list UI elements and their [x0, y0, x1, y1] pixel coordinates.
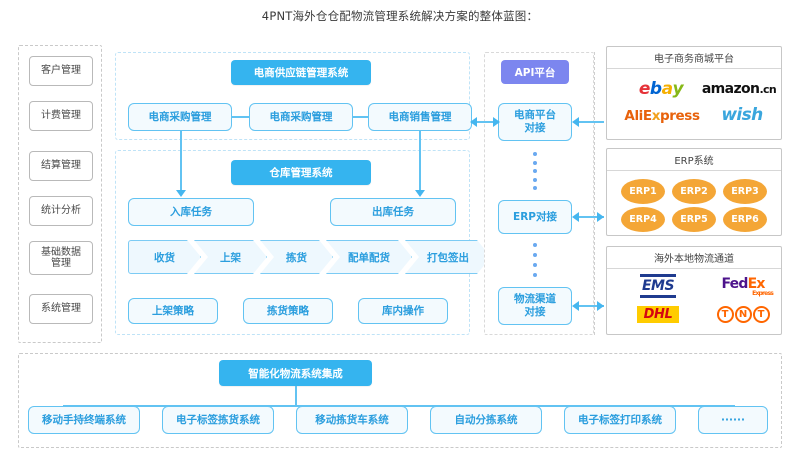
ems-wordmark: EMS	[639, 274, 677, 298]
fedex-logo: FedEx Express	[707, 273, 779, 299]
arrow-right-adapter	[493, 117, 500, 127]
node-erp-adapter[interactable]: ERP对接	[498, 200, 572, 234]
arrow-down-outbound	[415, 190, 425, 197]
panel-erp: ERP系统 ERP1 ERP2 ERP3 ERP4 ERP5 ERP6	[606, 148, 782, 236]
api-panel-separator	[594, 52, 595, 335]
erp-item-1[interactable]: ERP1	[621, 179, 665, 204]
sidebar-region: 客户管理 计费管理 结算管理 统计分析 基础数据 管理 系统管理	[18, 45, 102, 343]
tnt-logo: T N T	[711, 303, 775, 325]
bottom-item-handheld[interactable]: 移动手持终端系统	[28, 406, 140, 434]
ali-prefix: AliE	[624, 108, 652, 124]
link-adapter-logistics	[578, 305, 604, 307]
erp-item-6[interactable]: ERP6	[723, 207, 767, 232]
fedex-fed: Fed	[721, 275, 748, 292]
link-purchase1-purchase2	[232, 116, 250, 118]
panel-erp-title: ERP系统	[607, 149, 781, 171]
erp-item-2[interactable]: ERP2	[672, 179, 716, 204]
bottom-item-etag-picking[interactable]: 电子标签拣货系统	[162, 406, 274, 434]
sidebar-item-system[interactable]: 系统管理	[29, 294, 93, 324]
ali-tail: press	[660, 108, 700, 124]
arrow-down-inbound	[176, 190, 186, 197]
amazon-cn-logo: amazon.cn	[699, 78, 779, 100]
tnt-letter-3: T	[752, 305, 770, 323]
ems-logo: EMS	[623, 274, 693, 298]
link-sales-to-outbound	[419, 131, 421, 191]
node-logistics-adapter[interactable]: 物流渠道 对接	[498, 287, 572, 325]
dhl-logo: DHL	[625, 303, 691, 325]
erp-item-3[interactable]: ERP3	[723, 179, 767, 204]
flow-step-picking[interactable]: 拣货	[260, 240, 333, 274]
arrow-left-logistics-adapter	[572, 301, 579, 311]
sidebar-item-base-data[interactable]: 基础数据 管理	[29, 241, 93, 275]
bottom-trunk	[295, 386, 297, 406]
node-ecom-sales[interactable]: 电商销售管理	[368, 103, 472, 131]
link-adapter-ecommerce	[578, 121, 604, 123]
node-outbound-task[interactable]: 出库任务	[330, 198, 456, 226]
link-purchase-to-inbound	[180, 131, 182, 191]
node-ecom-platform-adapter[interactable]: 电商平台 对接	[498, 103, 572, 141]
bottom-item-auto-sorting[interactable]: 自动分拣系统	[430, 406, 542, 434]
arrow-left-erp-adapter	[572, 212, 579, 222]
flow-step-allocation[interactable]: 配单配货	[326, 240, 412, 274]
sidebar-item-settlement[interactable]: 结算管理	[29, 151, 93, 181]
bottom-item-mobile-cart[interactable]: 移动拣货车系统	[296, 406, 408, 434]
dots-erp-to-logistics	[533, 243, 537, 277]
ali-x: x	[651, 108, 661, 124]
tnt-letter-1: T	[716, 305, 734, 323]
api-platform-header: API平台	[501, 60, 569, 84]
link-purchase2-sales	[353, 116, 369, 118]
node-inwarehouse-operation[interactable]: 库内操作	[358, 298, 448, 324]
node-ecom-purchase-1[interactable]: 电商采购管理	[128, 103, 232, 131]
node-putaway-strategy[interactable]: 上架策略	[128, 298, 218, 324]
bottom-bus	[63, 405, 733, 407]
erp-item-5[interactable]: ERP5	[672, 207, 716, 232]
link-adapter-erp	[578, 216, 604, 218]
node-ecom-purchase-2[interactable]: 电商采购管理	[249, 103, 353, 131]
panel-logistics-title: 海外本地物流通道	[607, 247, 781, 269]
sidebar-item-analytics[interactable]: 统计分析	[29, 196, 93, 226]
dhl-wordmark: DHL	[636, 305, 680, 323]
warehouse-header: 仓库管理系统	[231, 160, 371, 185]
arrow-left-ecom-adapter	[572, 117, 579, 127]
supply-chain-header: 电商供应链管理系统	[231, 60, 371, 85]
tnt-letter-2: N	[734, 305, 752, 323]
amazon-wordmark: amazon	[701, 81, 760, 97]
fedex-ex: Ex	[747, 275, 766, 292]
sidebar-item-customer[interactable]: 客户管理	[29, 56, 93, 86]
wish-logo: wish	[721, 105, 763, 125]
bottom-header: 智能化物流系统集成	[219, 360, 372, 386]
bottom-item-more[interactable]: ······	[698, 406, 768, 434]
node-picking-strategy[interactable]: 拣货策略	[243, 298, 333, 324]
sidebar-item-billing[interactable]: 计费管理	[29, 101, 93, 131]
node-inbound-task[interactable]: 入库任务	[128, 198, 254, 226]
bottom-item-etag-printing[interactable]: 电子标签打印系统	[564, 406, 676, 434]
erp-item-4[interactable]: ERP4	[621, 207, 665, 232]
arrow-left-sales	[470, 117, 477, 127]
arrow-right-logistics-panel	[597, 301, 604, 311]
arrow-right-erp-panel	[597, 212, 604, 222]
panel-logistics: 海外本地物流通道 EMS FedEx Express DHL T N T	[606, 246, 782, 335]
fedex-express-sub: Express	[752, 289, 774, 297]
dots-ecom-to-erp	[533, 152, 537, 190]
link-sales-to-adapter	[477, 121, 499, 123]
panel-ecommerce-title: 电子商务商城平台	[607, 47, 781, 69]
flow-step-receive[interactable]: 收货	[128, 240, 201, 274]
amazon-cn-suffix: .cn	[759, 82, 777, 96]
page-title: 4PNT海外仓仓配物流管理系统解决方案的整体蓝图：	[261, 9, 539, 23]
